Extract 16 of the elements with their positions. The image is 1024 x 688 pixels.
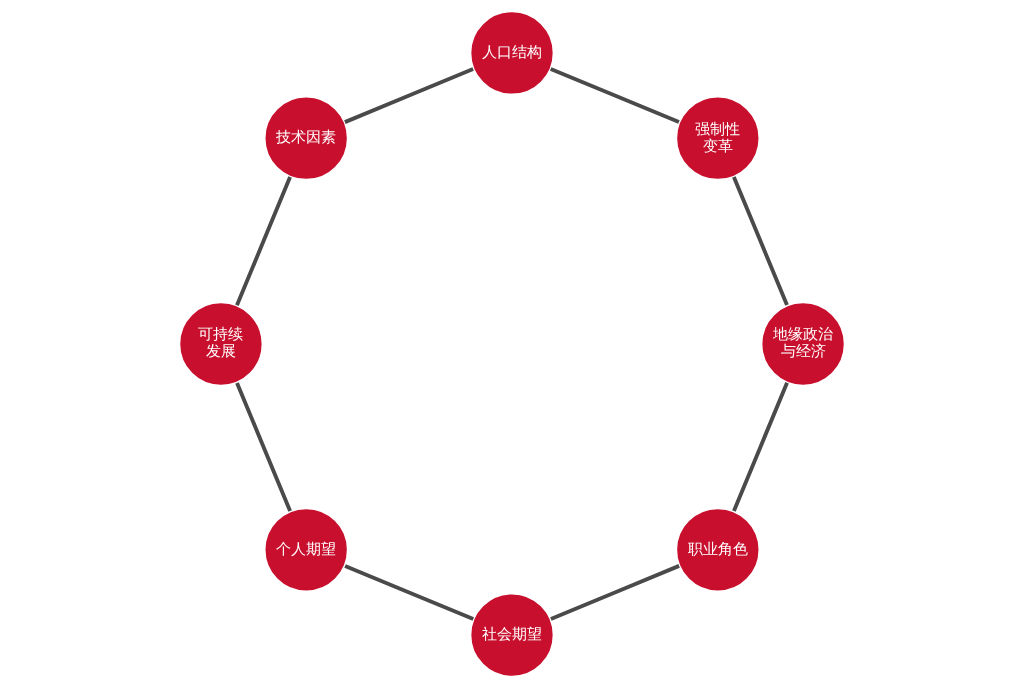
connector — [732, 176, 789, 306]
connector — [235, 382, 292, 512]
node-circle: 强制性变革 — [674, 95, 761, 182]
connector — [344, 564, 475, 621]
connector — [235, 176, 292, 307]
node-circle: 职业角色 — [674, 506, 761, 593]
node-circle: 社会期望 — [469, 592, 555, 679]
connector — [344, 67, 474, 124]
connector — [732, 381, 789, 512]
node-circle: 地缘政治与经济 — [760, 301, 847, 387]
node-circle: 技术因素 — [263, 95, 350, 182]
connector — [550, 564, 680, 621]
node-circle: 个人期望 — [263, 506, 350, 593]
node-circle: 可持续发展 — [177, 301, 264, 387]
connector — [549, 67, 680, 124]
node-circle: 人口结构 — [469, 9, 555, 96]
